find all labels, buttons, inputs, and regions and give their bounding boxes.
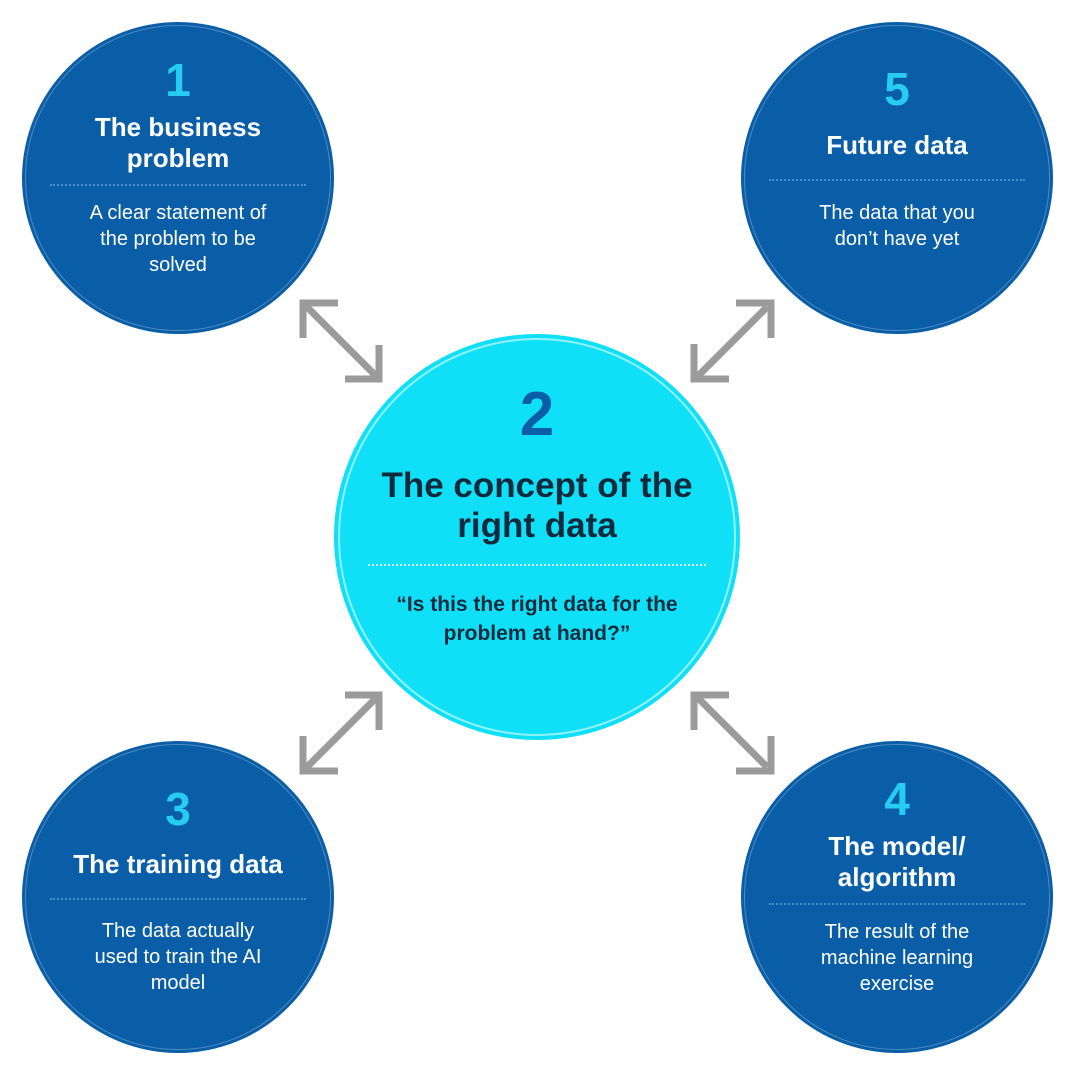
node-title: The training data xyxy=(73,849,283,879)
node-number: 3 xyxy=(165,783,191,835)
node-number: 5 xyxy=(884,63,910,115)
dotted-divider xyxy=(50,898,306,900)
node-future-data: 5 Future data The data that you don’t ha… xyxy=(741,22,1053,334)
node-number: 4 xyxy=(884,773,910,825)
node-description: The data that you don’t have yet xyxy=(819,202,975,250)
node-title: The business problem xyxy=(94,112,262,173)
dotted-divider xyxy=(769,179,1025,181)
node-business-problem: 1 The business problem A clear statement… xyxy=(22,22,334,334)
node-model-algorithm: 4 The model/ algorithm The result of the… xyxy=(741,741,1053,1053)
dotted-divider xyxy=(50,184,306,186)
arrow-model-algorithm-to-right-data xyxy=(690,691,775,775)
node-description: The result of the machine learning exerc… xyxy=(820,921,974,995)
arrow-training-data-to-right-data xyxy=(299,691,383,775)
arrow-future-data-to-right-data xyxy=(690,299,775,383)
node-training-data: 3 The training data The data actually us… xyxy=(22,741,334,1053)
node-title: The model/ algorithm xyxy=(828,831,966,892)
node-right-data: 2 The concept of the right data “Is this… xyxy=(334,334,740,740)
dotted-divider xyxy=(769,903,1025,905)
node-title: Future data xyxy=(826,130,968,160)
dotted-divider xyxy=(368,564,706,566)
node-title: The concept of the right data xyxy=(381,466,693,545)
node-number: 2 xyxy=(519,380,555,449)
arrow-business-problem-to-right-data xyxy=(299,299,383,383)
node-description: A clear statement of the problem to be s… xyxy=(89,202,267,276)
node-number: 1 xyxy=(165,54,191,106)
node-description: “Is this the right data for the problem … xyxy=(396,593,678,645)
node-description: The data actually used to train the AI m… xyxy=(94,920,262,994)
